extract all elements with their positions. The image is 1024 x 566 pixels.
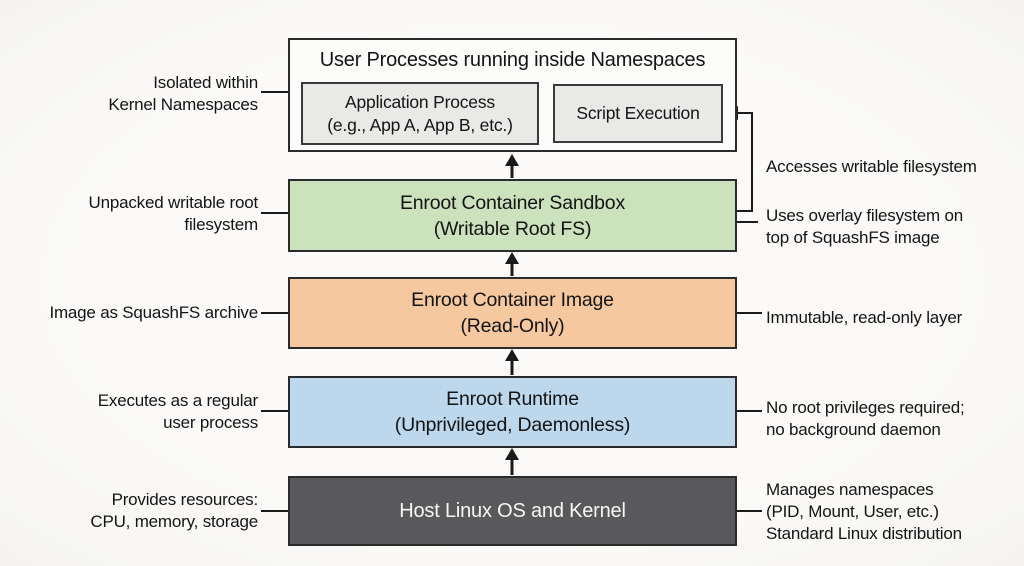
host-linux-os-box: Host Linux OS and Kernel [288,476,737,546]
user-processes-box: User Processes running inside Namespaces… [288,38,737,152]
script-execution-box: Script Execution [553,84,723,143]
label-accesses-writable-filesystem: Accesses writable filesystem [766,157,977,176]
application-process-box: Application Process (e.g., App A, App B,… [301,82,539,145]
arrow-up-icon [505,154,519,166]
enroot-container-sandbox-box: Enroot Container Sandbox (Writable Root … [288,179,737,252]
label-isolated-namespaces: Isolated within Kernel Namespaces [108,73,258,114]
label-overlay-filesystem: Uses overlay filesystem on top of Squash… [766,206,963,247]
label-image-squashfs-archive: Image as SquashFS archive [49,303,258,322]
enroot-runtime-box: Enroot Runtime (Unprivileged, Daemonless… [288,376,737,448]
enroot-container-image-box: Enroot Container Image (Read-Only) [288,277,737,349]
sandbox-to-script-connector [736,112,753,212]
arrow-up-icon [505,349,519,361]
arrow-up-icon [505,448,519,460]
label-unpacked-writable-root: Unpacked writable root filesystem [88,193,259,234]
label-no-root-privileges: No root privileges required; no backgrou… [766,398,965,439]
label-provides-resources: Provides resources: CPU, memory, storage [90,490,258,531]
arrow-up-icon [505,252,519,264]
user-processes-title: User Processes running inside Namespaces [319,49,706,71]
label-immutable-readonly: Immutable, read-only layer [766,308,963,327]
label-manages-namespaces: Manages namespaces (PID, Mount, User, et… [766,480,962,543]
label-regular-user-process: Executes as a regular user process [97,391,258,432]
